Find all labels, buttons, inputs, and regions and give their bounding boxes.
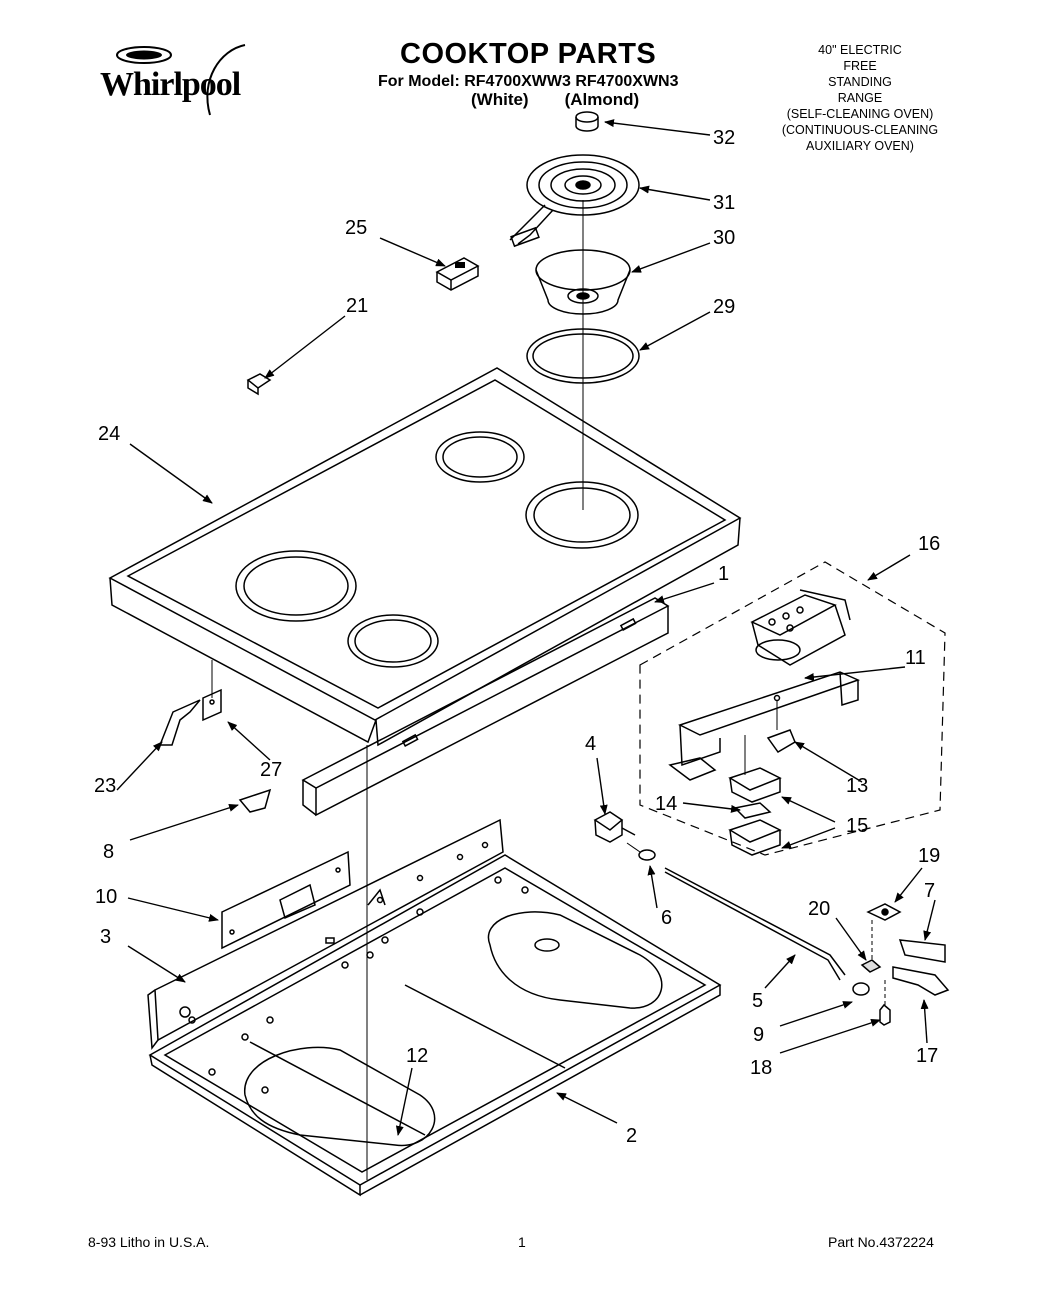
callout-32: 32: [713, 127, 735, 149]
callout-17: 17: [916, 1045, 938, 1067]
footer-part-number: Part No.4372224: [828, 1234, 934, 1250]
color-almond: (Almond): [564, 90, 640, 109]
range-description: 40" ELECTRIC FREE STANDING RANGE (SELF-C…: [760, 42, 960, 154]
part-19-20-lock-parts: [852, 903, 950, 1026]
part-8-clip: [238, 788, 272, 813]
description-line: (CONTINUOUS-CLEANING: [781, 123, 939, 137]
description-line: AUXILIARY OVEN): [806, 139, 914, 153]
part-6-lens: [626, 842, 656, 861]
part-5-rod: [664, 867, 846, 981]
callout-4: 4: [585, 733, 596, 755]
callout-24: 24: [98, 423, 120, 445]
callout-15: 15: [846, 815, 868, 837]
description-line: (SELF-CLEANING OVEN): [786, 107, 934, 121]
part-25-receptacle: [435, 257, 480, 291]
logo-emblem-icon: [116, 46, 172, 64]
part-4-indicator-light: [593, 811, 636, 843]
part-27-bracket: [202, 688, 222, 722]
part-32-knob: [575, 111, 599, 132]
whirlpool-logo: Whirlpool: [100, 40, 275, 120]
model-colors: (White) (Almond): [471, 90, 639, 110]
callout-8: 8: [103, 841, 114, 863]
callout-20: 20: [808, 898, 830, 920]
part-21-clip: [246, 373, 272, 396]
callout-14: 14: [655, 793, 677, 815]
callout-30: 30: [713, 227, 735, 249]
description-line: FREE: [843, 59, 877, 73]
part-24-cooktop: [108, 367, 742, 747]
part-1-front-rail: [301, 597, 670, 817]
brand-name: Whirlpool: [100, 66, 241, 103]
part-10-shield: [221, 850, 351, 950]
footer-page-number: 1: [518, 1234, 526, 1250]
description-line: STANDING: [828, 75, 892, 89]
callout-2: 2: [626, 1125, 637, 1147]
footer-litho: 8-93 Litho in U.S.A.: [88, 1234, 210, 1250]
model-line: For Model: RF4700XWW3 RF4700XWN3: [378, 73, 679, 90]
callout-1: 1: [718, 563, 729, 585]
part-2-base-pan: [148, 854, 722, 1197]
part-31-surface-element: [509, 154, 640, 248]
description-line: 40" ELECTRIC: [818, 43, 902, 57]
part-23-hinge: [158, 699, 201, 746]
callout-7: 7: [924, 880, 935, 902]
callout-12: 12: [406, 1045, 428, 1067]
callout-numbers: 32 31 25 30 21 29 24 16 1 11 4 13 27 23 …: [94, 127, 940, 1147]
callout-3: 3: [100, 926, 111, 948]
logo-swirl-icon: [206, 44, 246, 116]
callout-29: 29: [713, 296, 735, 318]
callout-9: 9: [753, 1024, 764, 1046]
callout-19: 19: [918, 845, 940, 867]
callout-16: 16: [918, 533, 940, 555]
callout-31: 31: [713, 192, 735, 214]
callout-13: 13: [846, 775, 868, 797]
leader-lines: [116, 119, 936, 1136]
description-line: RANGE: [837, 91, 883, 105]
part-3-back-panel: [147, 818, 504, 1051]
part-16-switch-assembly: [639, 561, 946, 856]
callout-18: 18: [750, 1057, 772, 1079]
callout-5: 5: [752, 990, 763, 1012]
callout-25: 25: [345, 217, 367, 239]
callout-23: 23: [94, 775, 116, 797]
callout-11: 11: [905, 647, 926, 669]
page-title: COOKTOP PARTS: [400, 38, 657, 70]
callout-10: 10: [95, 886, 117, 908]
callout-21: 21: [346, 295, 368, 317]
callout-27: 27: [260, 759, 282, 781]
callout-6: 6: [661, 907, 672, 929]
color-white: (White): [471, 90, 529, 109]
